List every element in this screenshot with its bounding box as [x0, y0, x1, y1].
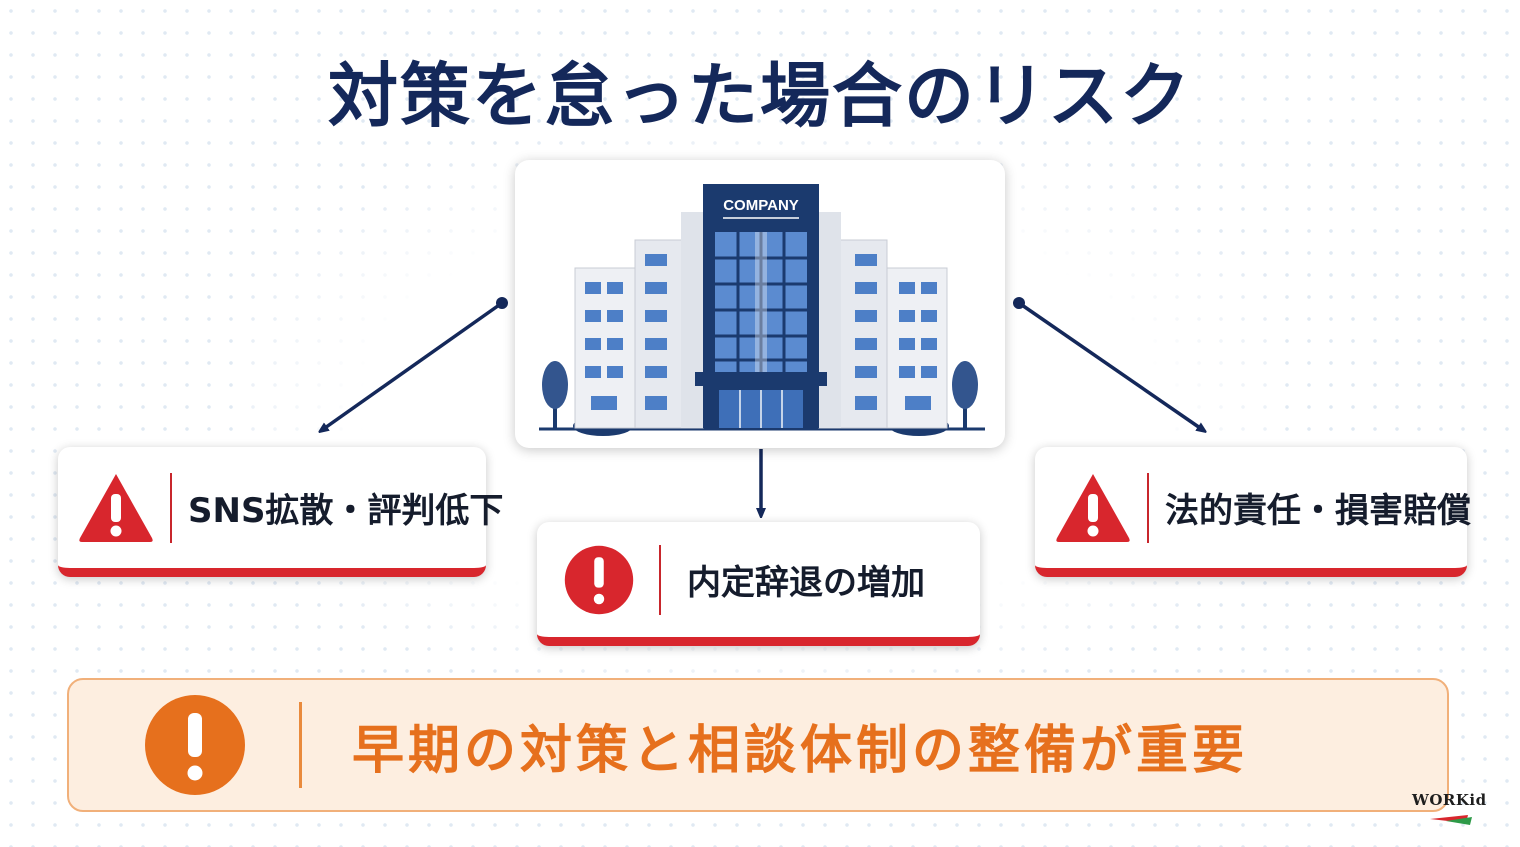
- risk-label: 法的責任・損害賠償: [1165, 491, 1471, 531]
- divider: [1147, 472, 1149, 543]
- divider: [299, 702, 302, 788]
- company-sign-text: COMPANY: [723, 197, 799, 214]
- tree-left-icon: [542, 361, 568, 428]
- arrow-to-right-risk: [1013, 297, 1203, 430]
- warning-triangle-icon: [1056, 473, 1130, 542]
- arrow-to-left-risk: [322, 297, 508, 430]
- company-building-icon: COMPANY: [539, 184, 985, 436]
- exclamation-circle-icon: [564, 545, 634, 614]
- risk-card-legal: 法的責任・損害賠償: [1035, 447, 1471, 577]
- company-card: COMPANY: [515, 160, 1005, 448]
- logo-text: WORKid: [1412, 791, 1487, 809]
- risk-card-sns: SNS拡散・評判低下: [58, 447, 503, 577]
- divider: [659, 544, 661, 615]
- warning-triangle-icon: [79, 473, 153, 542]
- risk-label: 内定辞退の増加: [687, 563, 925, 603]
- risk-label: SNS拡散・評判低下: [188, 491, 504, 531]
- conclusion-banner: 早期の対策と相談体制の整備が重要: [67, 678, 1449, 812]
- logo-mark-icon: [1430, 815, 1472, 825]
- page-title: 対策を怠った場合のリスク: [328, 55, 1192, 137]
- divider: [170, 472, 172, 543]
- tree-right-icon: [952, 361, 978, 428]
- conclusion-label: 早期の対策と相談体制の整備が重要: [352, 720, 1249, 781]
- exclamation-circle-icon: [145, 695, 245, 795]
- risk-card-offer-decline: 内定辞退の増加: [537, 522, 980, 646]
- workid-logo: WORKid: [1410, 787, 1490, 829]
